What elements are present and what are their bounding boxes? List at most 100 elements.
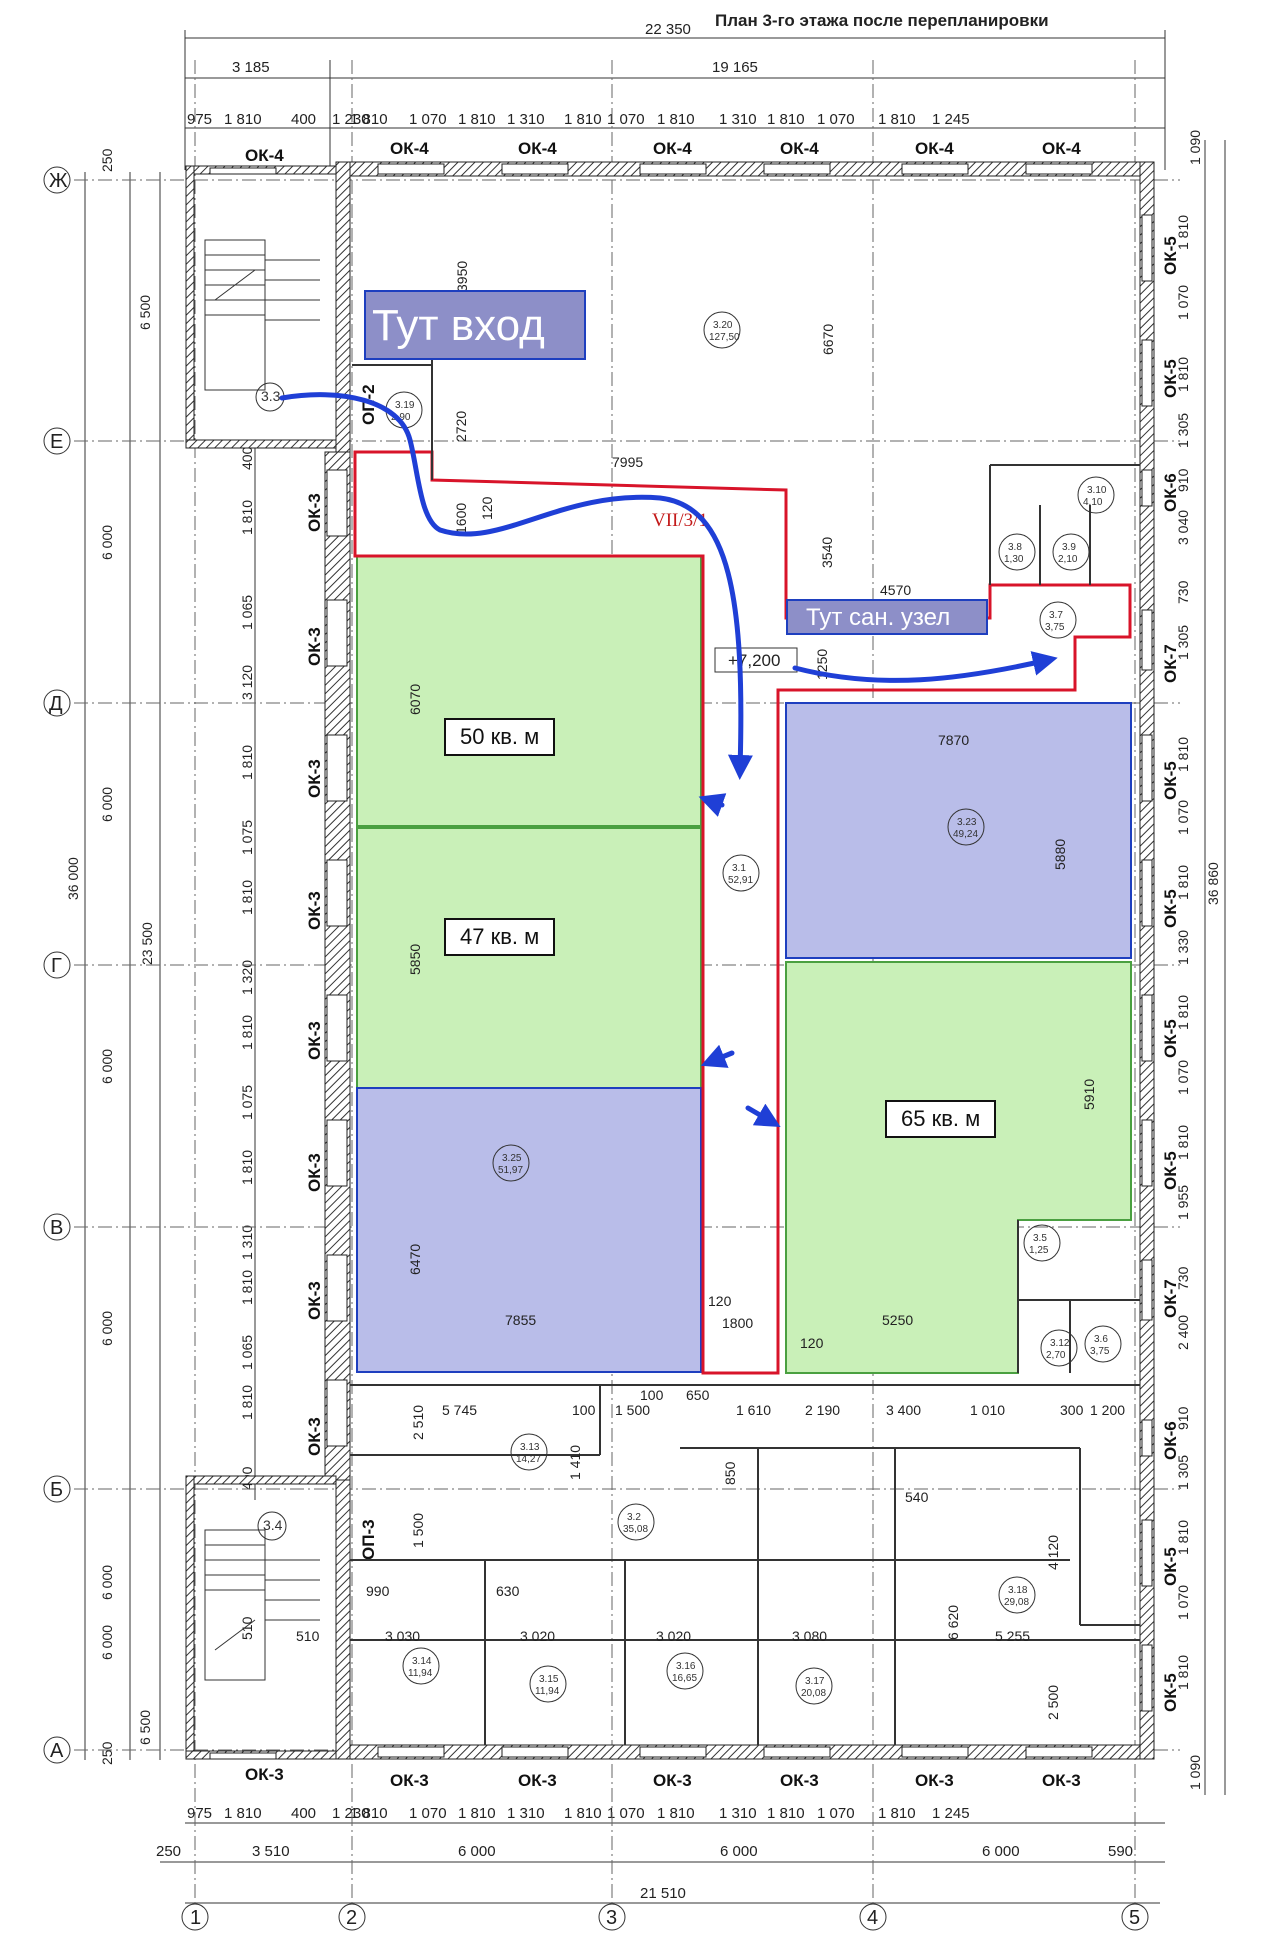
win-bot-5: ОК-3 (915, 1771, 954, 1790)
room-area: 2,70 (1046, 1350, 1066, 1361)
room-stamps: 3.33.43.192,903.20127,503.104,103.81,303… (255, 311, 1122, 1705)
axis-label-v: В (50, 1217, 63, 1239)
room-number: 3.7 (1049, 610, 1063, 621)
dim-left-inner-14: 1 810 (239, 1385, 255, 1420)
win-bot-4: ОК-3 (780, 1771, 819, 1790)
dim-bot-14: 1 810 (878, 1805, 916, 1822)
dim-6070: 6070 (407, 684, 423, 715)
win-right-9: ОК-6 (1161, 1421, 1180, 1460)
room-number: 3.16 (676, 1661, 696, 1672)
dim-right-inner-10: 1 070 (1175, 800, 1191, 835)
dim-bot-2: 400 (291, 1805, 316, 1822)
toilet-callout: Тут сан. узел (786, 599, 988, 635)
dim-2720: 2720 (453, 411, 469, 442)
dim-bot-10: 1 810 (657, 1805, 695, 1822)
dim-1610: 1 610 (736, 1402, 771, 1418)
axis-label-d: Д (49, 693, 63, 715)
dim-left-inner-7: 1 320 (239, 960, 255, 995)
room-47-fill (356, 827, 702, 1089)
room-number: 3.5 (1033, 1233, 1047, 1244)
dim-top-left: 3 185 (232, 59, 270, 76)
dim-left-seg-6: 6 000 (99, 1565, 115, 1600)
entrance-callout: Тут вход (364, 290, 586, 360)
inner-dims: 3950 6670 2720 7995 900 3540 4570 1600 1… (296, 261, 1125, 1720)
dim-120b: 120 (708, 1293, 732, 1309)
win-bot-2: ОК-3 (518, 1771, 557, 1790)
dim-3540: 3540 (819, 537, 835, 568)
dim-left-seg-4: 6 000 (99, 1049, 115, 1084)
win-left-5: ОК-3 (305, 1021, 324, 1060)
room-325-fill (356, 1087, 702, 1373)
stair-top (204, 239, 320, 391)
dim-top-8: 1 810 (564, 111, 602, 128)
dim-bot-3: 1 230 (332, 1805, 370, 1822)
dim-1410: 1 410 (567, 1445, 583, 1480)
room-number: 3.6 (1094, 1334, 1108, 1345)
dim-2500: 2 500 (1045, 1685, 1061, 1720)
dim-top-11: 1 310 (719, 111, 757, 128)
dim-top-4: 1 810 (350, 111, 388, 128)
win-right-0: ОК-5 (1161, 236, 1180, 275)
room-stamp-3-2: 3.235,08 (617, 1503, 655, 1541)
dim-right-inner-7: 730 (1175, 580, 1191, 604)
route-arrows (279, 392, 1058, 1128)
dim-3020b: 3 020 (656, 1628, 691, 1644)
highlighted-rooms (356, 555, 1132, 1374)
dim-top-15: 1 245 (932, 111, 970, 128)
room-area: 1,25 (1029, 1245, 1049, 1256)
dim-right-inner-9: 1 810 (1175, 737, 1191, 772)
dim-650: 650 (686, 1387, 710, 1403)
axis-row-v: В (43, 1213, 71, 1241)
dim-6470: 6470 (407, 1244, 423, 1275)
win-bot-0: ОК-3 (245, 1765, 284, 1784)
elevation-text: +7,200 (728, 651, 780, 670)
dim-right-inner-4: 1 305 (1175, 413, 1191, 448)
dim-left-seg-5: 6 000 (99, 1311, 115, 1346)
dim-bot-12: 1 810 (767, 1805, 805, 1822)
dim-top-0: 975 (187, 111, 212, 128)
dim-3030: 3 030 (385, 1628, 420, 1644)
dim-left-inner-2: 1 065 (239, 595, 255, 630)
win-bot-1: ОК-3 (390, 1771, 429, 1790)
room-area: 2,90 (391, 412, 411, 423)
dim-850: 850 (722, 1461, 738, 1485)
dim-5250: 5250 (882, 1312, 913, 1328)
axis-label-g: Г (51, 955, 62, 977)
axis-label-3: 3 (606, 1907, 617, 1929)
dim-1800: 1800 (722, 1315, 753, 1331)
win-left-1: ОК-3 (305, 493, 324, 532)
dim-100a: 100 (640, 1387, 664, 1403)
axis-label-a: А (50, 1740, 64, 1762)
dim-right-inner-17: 730 (1175, 1266, 1191, 1290)
dim-right-inner-12: 1 330 (1175, 930, 1191, 965)
dim-1600: 1600 (453, 503, 469, 534)
dim-bottom-6000c: 6 000 (982, 1843, 1020, 1860)
dim-7870: 7870 (938, 732, 969, 748)
room-number: 3.8 (1008, 542, 1022, 553)
dim-right-inner-23: 1 810 (1175, 1655, 1191, 1690)
dim-right-inner-1: 1 810 (1175, 215, 1191, 250)
arrow-room-50 (698, 793, 727, 817)
dim-4120: 4 120 (1045, 1535, 1061, 1570)
room-number: 3.12 (1050, 1338, 1070, 1349)
win-left-6: ОК-3 (305, 1153, 324, 1192)
dim-5880: 5880 (1052, 839, 1068, 870)
dim-right-outer: 36 860 (1205, 862, 1221, 905)
room-stamp-3-7: 3.73,75 (1039, 601, 1077, 639)
dim-right-inner-15: 1 810 (1175, 1125, 1191, 1160)
dim-bot-5: 1 070 (409, 1805, 447, 1822)
room-area: 127,50 (709, 332, 740, 343)
dim-overall-bottom: 21 510 (640, 1885, 686, 1902)
axis-row-g: Г (43, 951, 71, 979)
room-number: 3.10 (1087, 485, 1107, 496)
axis-row-d: Д (43, 689, 71, 717)
dim-top-14: 1 810 (878, 111, 916, 128)
dim-left-seg-8: 6 500 (137, 1710, 153, 1745)
plan-title: План 3-го этажа после перепланировки (715, 11, 1049, 30)
dim-2510: 2 510 (410, 1405, 426, 1440)
